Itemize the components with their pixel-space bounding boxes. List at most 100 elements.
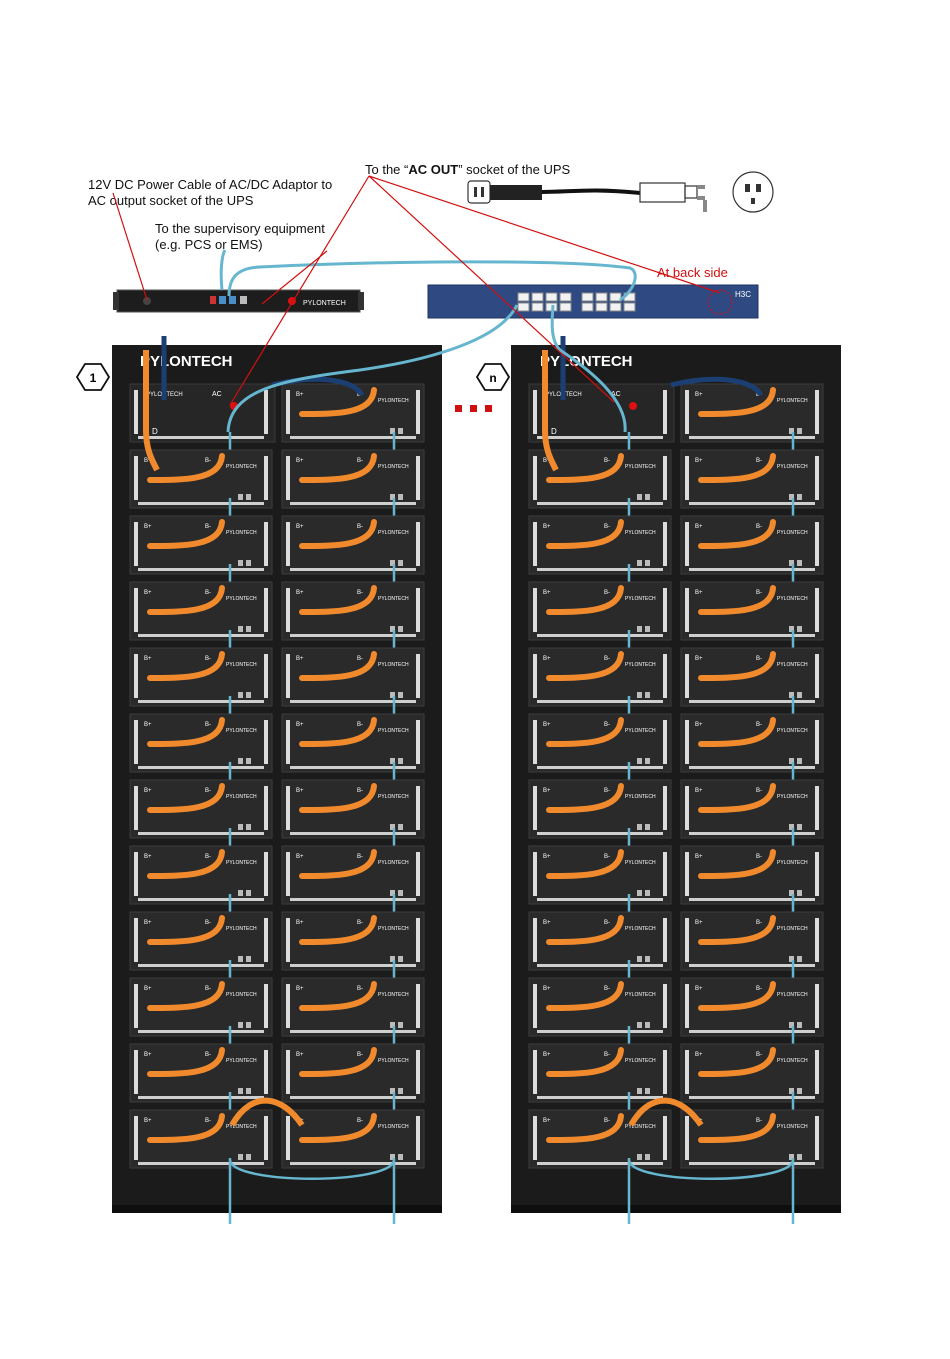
module-brand: PYLONTECH <box>226 728 257 734</box>
module-handle-right <box>663 1116 667 1160</box>
ac-out-label-suffix: ” socket of the UPS <box>458 162 571 177</box>
module-pos-terminal: B+ <box>296 722 304 728</box>
module-power-cable <box>299 915 377 945</box>
module-rail <box>689 436 815 439</box>
module-neg-terminal: B- <box>756 656 762 662</box>
module-handle-right <box>815 984 819 1028</box>
module-pos-terminal: B+ <box>144 854 152 860</box>
module-port <box>398 890 403 896</box>
module-power-cable <box>299 1113 377 1143</box>
module-pos-terminal: B+ <box>296 854 304 860</box>
module-neg-terminal: B- <box>205 788 211 794</box>
module-power-cable <box>546 783 624 813</box>
module-neg-terminal: B- <box>604 524 610 530</box>
module-power-cable <box>147 651 225 681</box>
battery-module: B+B-PYLONTECH <box>129 1109 273 1169</box>
module-port <box>637 626 642 632</box>
battery-module: B+B-PYLONTECH <box>129 977 273 1037</box>
module-handle-right <box>815 522 819 566</box>
module-pos-terminal: B+ <box>144 524 152 530</box>
module-port <box>238 1022 243 1028</box>
module-rail <box>290 964 416 967</box>
module-rail <box>290 898 416 901</box>
module-handle-left <box>533 786 537 830</box>
module-power-cable <box>147 783 225 813</box>
switch-port <box>531 292 544 302</box>
module-brand: PYLONTECH <box>226 662 257 668</box>
module-port <box>238 560 243 566</box>
module-handle-left <box>286 1116 290 1160</box>
module-port <box>398 824 403 830</box>
battery-module: B+B-PYLONTECH <box>528 647 672 707</box>
module-rail <box>689 502 815 505</box>
switch-port <box>559 302 572 312</box>
controller-ear-right <box>358 292 364 310</box>
module-port <box>637 956 642 962</box>
module-neg-terminal: B- <box>205 854 211 860</box>
battery-module: B+B-PYLONTECH <box>528 1043 672 1103</box>
module-port <box>789 890 794 896</box>
module-port <box>390 1088 395 1094</box>
module-neg-terminal: B- <box>357 920 363 926</box>
module-neg-terminal: B- <box>604 788 610 794</box>
module-port <box>645 1088 650 1094</box>
battery-module: B+B-PYLONTECH <box>680 515 824 575</box>
module-rail <box>290 436 416 439</box>
module-port <box>789 626 794 632</box>
module-handle-right <box>815 654 819 698</box>
module-handle-left <box>286 1050 290 1094</box>
module-power-cable <box>546 915 624 945</box>
module-handle-left <box>134 786 138 830</box>
module-port <box>246 1154 251 1160</box>
module-handle-right <box>264 456 268 500</box>
module-power-cable <box>698 585 776 615</box>
module-handle-left <box>685 720 689 764</box>
module-brand: PYLONTECH <box>226 1124 257 1130</box>
module-handle-left <box>533 588 537 632</box>
module-port <box>797 560 802 566</box>
module-power-cable <box>546 1047 624 1077</box>
module-handle-right <box>663 918 667 962</box>
module-port <box>390 1022 395 1028</box>
module-handle-left <box>533 720 537 764</box>
module-rail <box>689 700 815 703</box>
battery-module: B+B-PYLONTECH <box>680 383 824 443</box>
battery-module: B+B-PYLONTECH <box>680 911 824 971</box>
module-port <box>390 758 395 764</box>
module-handle-left <box>533 984 537 1028</box>
controller-unit: PYLONTECH <box>113 289 364 313</box>
module-port <box>789 428 794 434</box>
rack-1-main-pos-cable <box>143 350 160 472</box>
module-brand: PYLONTECH <box>378 860 409 866</box>
module-port <box>645 824 650 830</box>
rack-n-base <box>511 1205 841 1213</box>
module-brand: PYLONTECH <box>378 662 409 668</box>
module-pos-terminal: B+ <box>695 854 703 860</box>
module-power-cable <box>147 585 225 615</box>
module-power-cable <box>147 915 225 945</box>
rack-n-bottom-bridge <box>628 1097 704 1127</box>
comm-cable-controller-switch <box>227 260 637 302</box>
module-handle-right <box>264 984 268 1028</box>
module-pos-terminal: B+ <box>543 722 551 728</box>
module-port <box>645 956 650 962</box>
supervisory-label-line2: (e.g. PCS or EMS) <box>155 237 263 252</box>
module-brand: PYLONTECH <box>378 992 409 998</box>
module-rail <box>689 964 815 967</box>
module-handle-left <box>286 456 290 500</box>
module-handle-right <box>416 786 420 830</box>
module-pos-terminal: B+ <box>543 986 551 992</box>
module-rail <box>138 1096 264 1099</box>
module-power-cable <box>698 1047 776 1077</box>
battery-module: B+B-PYLONTECH <box>528 977 672 1037</box>
module-port <box>238 692 243 698</box>
module-handle-left <box>286 654 290 698</box>
module-rail <box>689 1096 815 1099</box>
module-port <box>797 890 802 896</box>
battery-module: B+B-PYLONTECH <box>129 911 273 971</box>
switch-port <box>517 292 530 302</box>
module-neg-terminal: B- <box>756 1118 762 1124</box>
rack-n-bottom-loop <box>627 1159 795 1180</box>
module-power-cable <box>546 981 624 1011</box>
module-power-cable <box>147 981 225 1011</box>
